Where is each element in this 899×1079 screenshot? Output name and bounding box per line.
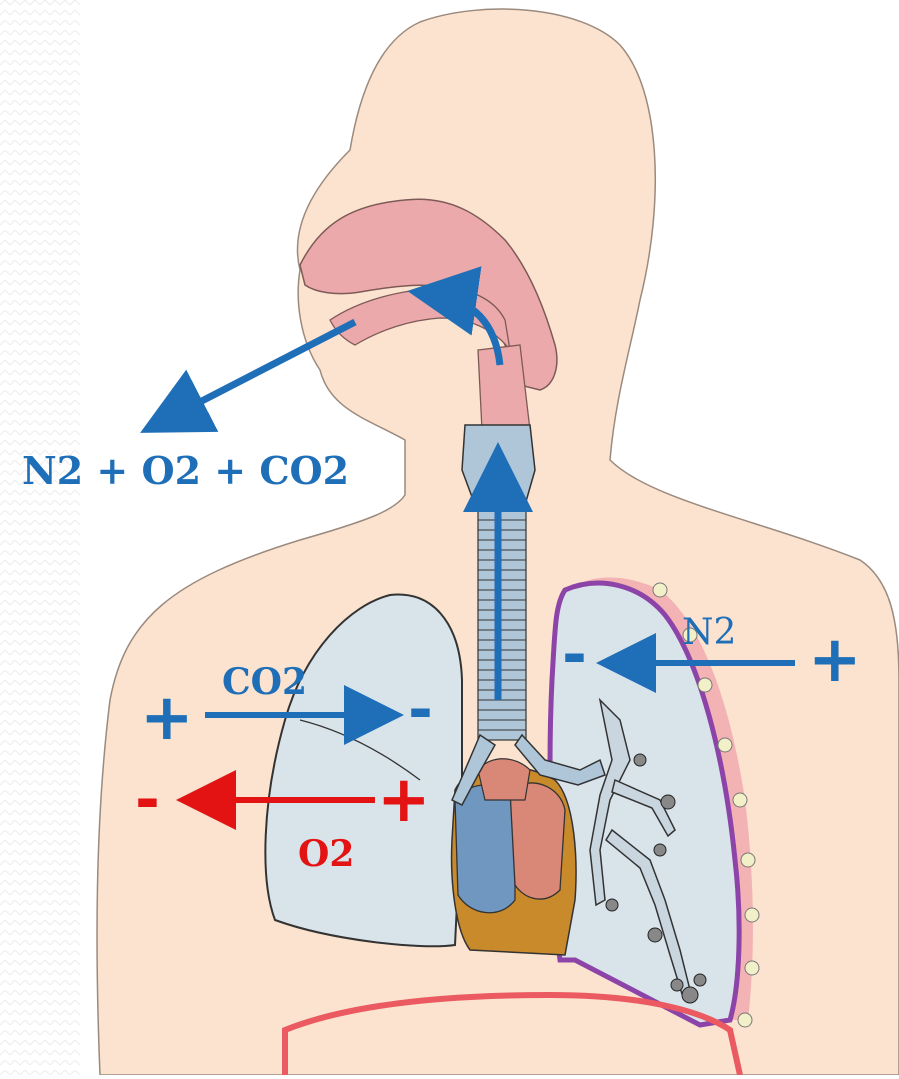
co2-minus-sign: - [408, 680, 433, 740]
co2-plus-sign: + [140, 686, 194, 750]
n2-minus-sign: - [562, 625, 587, 685]
o2-label: O2 [298, 836, 354, 872]
co2-label: CO2 [222, 664, 307, 700]
n2-label: N2 [682, 615, 736, 651]
background-texture [0, 0, 80, 1075]
trachea [478, 500, 526, 740]
o2-minus-sign: - [135, 770, 160, 830]
o2-plus-sign: + [377, 768, 431, 832]
n2-plus-sign: + [808, 628, 862, 692]
exhaled-mixture-label: N2 + O2 + CO2 [22, 452, 349, 490]
